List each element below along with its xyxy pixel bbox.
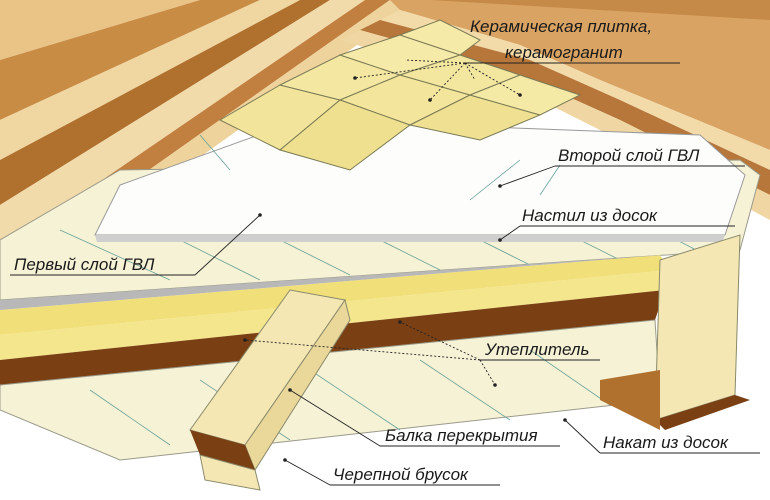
label-tile-line1: Керамическая плитка, — [470, 17, 652, 36]
label-cranial-bar: Черепной брусок — [333, 465, 469, 484]
floor-beam — [189, 289, 351, 491]
label-floor-beam: Балка перекрытия — [385, 426, 538, 445]
label-insulation: Утеплитель — [484, 340, 589, 359]
ceramic-tiles — [218, 19, 582, 171]
label-tile-line2: керамогранит — [505, 43, 623, 62]
gvl-second-layer — [94, 119, 746, 242]
label-boards-top: Настил из досок — [522, 206, 658, 225]
label-subfloor: Накат из досок — [603, 433, 729, 452]
edge-beam-right — [600, 234, 750, 430]
label-gvl-second: Второй слой ГВЛ — [558, 146, 700, 165]
labels: Керамическая плитка, керамогранит Второй… — [14, 17, 729, 484]
label-gvl-first: Первый слой ГВЛ — [14, 255, 155, 274]
label-leaders — [10, 59, 760, 486]
